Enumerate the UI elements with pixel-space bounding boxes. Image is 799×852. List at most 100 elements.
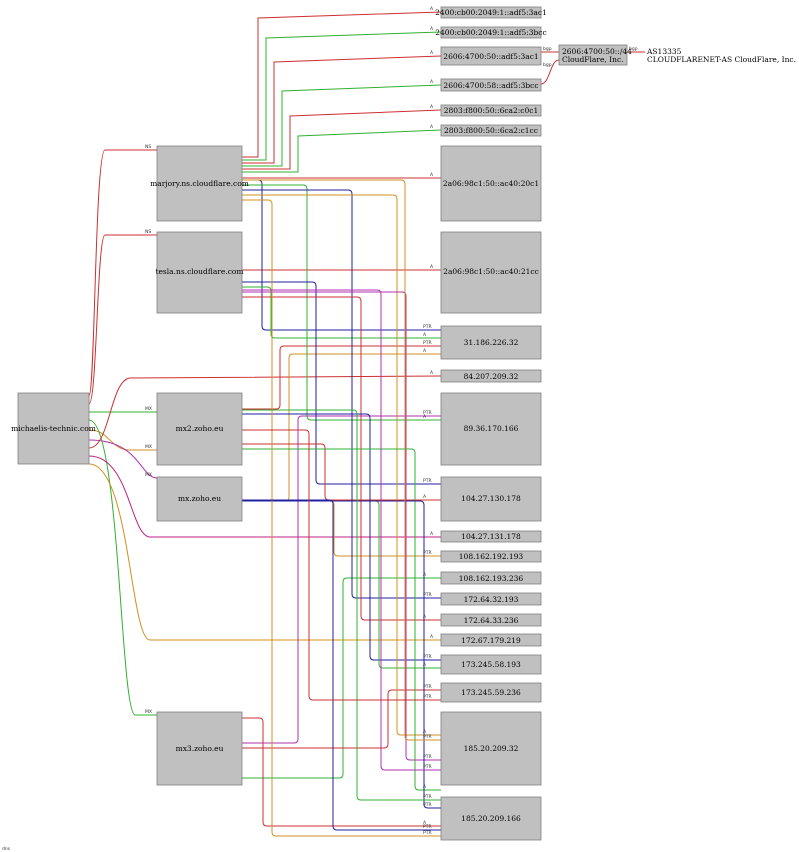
edge-label: A	[430, 6, 434, 12]
ptr-edge	[242, 409, 441, 801]
asn-name-label: AS13335	[646, 47, 682, 56]
ptr-edge	[242, 286, 441, 339]
ip-node-label: 84.207.209.32	[464, 372, 519, 381]
ip-node[interactable]: 172.64.32.193	[440, 592, 542, 606]
edge-label: A	[430, 264, 434, 270]
asn-node[interactable]: AS13335 CLOUDFLARENET-AS CloudFlare, Inc…	[646, 47, 796, 64]
ptr-edge	[242, 500, 441, 809]
asn-org-label: CloudFlare, Inc.	[562, 55, 624, 64]
ip-node-label: 104.27.131.178	[461, 532, 521, 541]
ip-node-label: 2606:4700:50::adf5:3ac1	[443, 52, 538, 61]
a-edge	[242, 55, 442, 164]
ip-node[interactable]: 185.20.209.166	[440, 796, 542, 841]
ip-node[interactable]: 172.67.179.219	[440, 633, 542, 647]
edge-label: MX	[145, 406, 152, 412]
edge-label: MX	[145, 709, 152, 715]
ptr-edge	[242, 296, 441, 621]
edge-label: A	[423, 662, 427, 668]
edge-label: A	[423, 784, 427, 790]
ip-node[interactable]: 2606:4700:50::adf5:3ac1	[440, 46, 542, 66]
edge-label: MX	[145, 444, 152, 450]
ns-edge	[88, 149, 157, 397]
edge-label: PTR	[423, 830, 432, 836]
ip-node-label: 31.186.226.32	[464, 338, 519, 347]
ip-node[interactable]: 84.207.209.32	[440, 369, 542, 383]
ip-node[interactable]: 2a06:98c1:50::ac40:21cc	[440, 231, 542, 314]
ip-node-label: 108.162.193.236	[459, 574, 524, 583]
ip-node[interactable]: 2803:f800:50::6ca2:c0c1	[440, 104, 542, 117]
ip-node[interactable]: 2400:cb00:2049:1::adf5:3bcc	[435, 26, 547, 39]
mx-node-mx3-label: mx3.zoho.eu	[176, 744, 224, 753]
edge-label: PTR	[423, 794, 432, 800]
asn-prefix-label: 2606:4700:50::/44	[562, 47, 632, 56]
mx-node-mx2-label: mx2.zoho.eu	[176, 424, 224, 433]
a-edge	[88, 455, 441, 538]
edge-label: PTR	[423, 592, 432, 598]
edge-label: bgp	[629, 46, 638, 52]
edge-label: PTR	[423, 340, 432, 346]
domain-node[interactable]: michaelis-technic.com	[11, 392, 96, 465]
edge-label: NS	[145, 144, 151, 150]
ip-node[interactable]: 108.162.193.236	[440, 571, 542, 585]
ip-node-label: 2400:cb00:2049:1::adf5:3ac1	[435, 8, 547, 17]
edge-label: PTR	[423, 694, 432, 700]
ip-node[interactable]: 172.64.33.236	[440, 613, 542, 627]
ip-node[interactable]: 2400:cb00:2049:1::adf5:3ac1	[435, 6, 547, 19]
edge-label: PTR	[423, 802, 432, 808]
ip-node[interactable]: 173.245.59.236	[440, 682, 542, 703]
a-edge	[242, 84, 442, 167]
edge-label: PTR	[423, 410, 432, 416]
edge-label: PTR	[423, 478, 432, 484]
ip-node-label: 2606:4700:58::adf5:3bcc	[443, 81, 538, 90]
edge-label: A	[430, 26, 434, 32]
ip-node-label: 172.67.179.219	[461, 636, 521, 645]
edge-label: A	[423, 414, 427, 420]
edge-label: A	[430, 104, 434, 110]
edge-label: PTR	[423, 550, 432, 556]
node-layer: michaelis-technic.com marjory.ns.cloudfl…	[2, 6, 796, 852]
ptr-edge	[242, 499, 441, 831]
ip-node[interactable]: 89.36.170.166	[440, 392, 542, 466]
bgp-edge	[540, 59, 560, 85]
ip-node[interactable]: 108.162.192.193	[440, 550, 542, 563]
mx-node-mx[interactable]: mx.zoho.eu	[156, 476, 243, 522]
ns-edge	[88, 234, 157, 405]
ptr-edge	[242, 429, 441, 701]
mx-node-mx2[interactable]: mx2.zoho.eu	[156, 392, 243, 466]
ip-node[interactable]: 104.27.130.178	[440, 476, 542, 522]
ns-node-tesla[interactable]: tesla.ns.cloudflare.com	[155, 231, 244, 314]
edge-label: PTR	[423, 764, 432, 770]
ip-node[interactable]: 2803:f800:50::6ca2:c1cc	[440, 124, 542, 137]
edge-label: A	[430, 79, 434, 85]
ptr-edge	[242, 577, 441, 779]
ip-node[interactable]: 185.20.209.32	[440, 711, 542, 786]
edge-label: PTR	[423, 684, 432, 690]
a-edge	[88, 375, 442, 449]
a-edge	[88, 463, 441, 641]
ip-node-label: 172.64.32.193	[464, 595, 519, 604]
edge-label: PTR	[423, 324, 432, 330]
edge-label: A	[423, 729, 427, 735]
edge-label: A	[423, 820, 427, 826]
edge-label: bgp	[543, 62, 552, 68]
ip-node[interactable]: 2606:4700:58::adf5:3bcc	[440, 78, 542, 92]
ns-node-marjory[interactable]: marjory.ns.cloudflare.com	[150, 145, 249, 222]
edge-layer: NSNSMXMXMXMXAAAAAAAAAAAbgpbgpbgpPTRAPTRA…	[88, 6, 645, 837]
ip-node-label: 173.245.59.236	[461, 688, 521, 697]
ip-node-label: 108.162.192.193	[459, 552, 524, 561]
ip-node[interactable]: 2a06:98c1:50::ac40:20c1	[440, 145, 542, 222]
ns-node-marjory-label: marjory.ns.cloudflare.com	[150, 179, 249, 188]
ip-node-label: 2a06:98c1:50::ac40:21cc	[443, 267, 539, 276]
ip-node[interactable]: 173.245.58.193	[440, 654, 542, 675]
edge-label: A	[423, 348, 427, 354]
ip-node-label: 185.20.209.32	[464, 744, 519, 753]
ptr-edge	[242, 194, 441, 736]
edge-label: A	[423, 572, 427, 578]
ptr-edge	[242, 345, 441, 410]
ip-node[interactable]: 104.27.131.178	[440, 530, 542, 543]
mx-edge	[88, 419, 157, 716]
asn-prefix-node[interactable]: 2606:4700:50::/44 CloudFlare, Inc.	[558, 44, 632, 66]
ptr-edge	[242, 199, 441, 837]
mx-node-mx3[interactable]: mx3.zoho.eu	[156, 711, 243, 786]
ip-node[interactable]: 31.186.226.32	[440, 325, 542, 360]
